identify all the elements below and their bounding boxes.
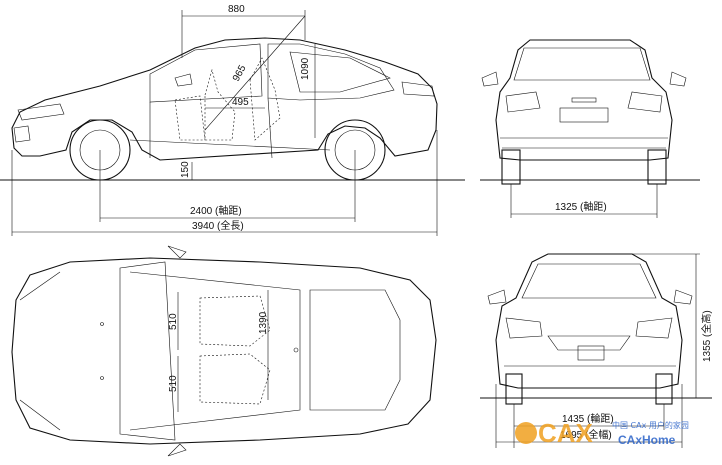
side-mirror bbox=[174, 73, 193, 87]
front-grille bbox=[547, 335, 631, 351]
side-quarter-glass bbox=[289, 51, 391, 93]
watermark-site: CAxHome bbox=[618, 433, 676, 447]
side-headlamp bbox=[17, 103, 65, 121]
front-license-plate bbox=[577, 345, 605, 361]
top-marker-a bbox=[100, 322, 104, 326]
interior-width-label: 1390 bbox=[258, 311, 269, 334]
top-seat-left bbox=[199, 295, 271, 347]
side-door-lines bbox=[149, 97, 273, 159]
rear-window bbox=[513, 47, 651, 81]
top-hood-lines bbox=[19, 271, 61, 431]
top-mirrors bbox=[167, 245, 187, 457]
rear-track-label: 1325 (軸距) bbox=[555, 200, 607, 213]
rear-mirror-right bbox=[669, 71, 687, 87]
front-view: 1355 (全高) 1435 (輪距) 1695 (全幅) bbox=[480, 253, 713, 448]
side-front-seat bbox=[204, 68, 236, 141]
ground-clearance-label: 150 bbox=[180, 161, 191, 178]
front-track-label: 1435 (輪距) bbox=[562, 412, 614, 425]
overall-height-label: 1355 (全高) bbox=[700, 310, 713, 362]
front-mirror-left bbox=[487, 289, 507, 305]
side-taillamp bbox=[401, 81, 435, 97]
seat-height-label: 965 bbox=[231, 63, 249, 83]
watermark-logo-icon bbox=[515, 422, 537, 444]
top-body-outline bbox=[11, 257, 437, 445]
top-seat-right bbox=[199, 353, 271, 405]
seat-width-rear-label: 510 bbox=[168, 375, 179, 392]
rear-view: 1325 (軸距) bbox=[480, 39, 700, 218]
watermark-tagline: 中国 CAx 用户的家园 bbox=[612, 420, 689, 430]
top-view: 510 510 1390 bbox=[11, 245, 437, 457]
rear-mirror-left bbox=[481, 71, 499, 87]
rear-taillamp-right bbox=[627, 91, 663, 113]
seat-width-front-label: 510 bbox=[168, 313, 179, 330]
top-marker-c bbox=[293, 347, 299, 353]
front-wheel-right bbox=[655, 373, 673, 405]
cabin-height-label: 1090 bbox=[300, 57, 311, 80]
overall-length-label: 3940 (全長) bbox=[192, 219, 244, 232]
rear-wheel-left bbox=[501, 149, 521, 185]
seat-depth-label: 495 bbox=[232, 97, 249, 108]
side-rear-seat bbox=[249, 57, 281, 141]
rear-taillamp-left bbox=[505, 91, 541, 113]
watermark: CAX 中国 CAx 用户的家园 CAxHome bbox=[515, 418, 689, 448]
side-front-bumper bbox=[13, 125, 31, 143]
rear-emblem bbox=[571, 97, 597, 103]
front-headlamp-left bbox=[505, 317, 543, 339]
front-windshield bbox=[521, 263, 657, 299]
front-body-outline bbox=[495, 253, 683, 389]
rear-bumper-lines bbox=[500, 137, 668, 149]
side-dashboard bbox=[174, 95, 206, 141]
top-roof-line bbox=[129, 271, 301, 431]
rear-license-plate bbox=[559, 107, 609, 123]
side-rear-window bbox=[267, 43, 395, 101]
wheelbase-label: 2400 (軸距) bbox=[190, 204, 242, 217]
side-front-window bbox=[149, 43, 263, 103]
top-marker-b bbox=[100, 376, 104, 380]
front-wheel-left bbox=[505, 373, 523, 405]
seat-height-dimension-line bbox=[204, 15, 306, 131]
front-mirror-right bbox=[673, 289, 693, 305]
top-rear-glass bbox=[309, 289, 401, 411]
watermark-logo: CAX bbox=[538, 418, 594, 448]
rear-wheel-right bbox=[647, 149, 667, 185]
rear-body-outline bbox=[495, 39, 673, 161]
top-windshield bbox=[119, 261, 176, 441]
overall-width-label: 1695 (全幅) bbox=[560, 428, 612, 441]
side-rocker-line bbox=[129, 139, 331, 151]
front-headlamp-right bbox=[635, 317, 673, 339]
roof-length-label: 880 bbox=[228, 4, 245, 15]
side-view: 880 965 1090 495 150 2400 (軸距) 3940 (全長) bbox=[0, 4, 465, 236]
